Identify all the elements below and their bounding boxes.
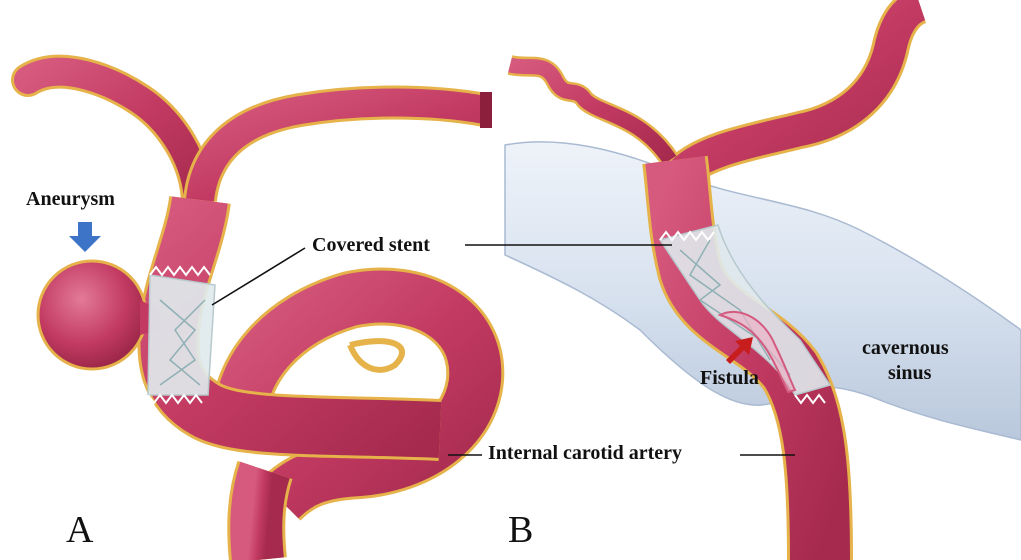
panel-a-letter: A [66, 509, 94, 551]
fistula-shape [717, 310, 797, 394]
aneurysm-label: Aneurysm [26, 188, 115, 210]
fistula-arrow-icon [726, 337, 753, 364]
internal-carotid-artery-label: Internal carotid artery [488, 442, 683, 464]
fistula-label: Fistula [700, 367, 759, 389]
covered-stent-leader-a [211, 247, 306, 306]
aneurysm-sac [36, 259, 148, 371]
panel-b-letter: B [508, 509, 534, 551]
cavernous-sinus-label-line1: cavernous [862, 337, 949, 359]
panel-a [11, 54, 505, 560]
covered-stent-label: Covered stent [312, 234, 430, 256]
aneurysm-arrow-icon [69, 222, 101, 252]
covered-stent-a [147, 265, 216, 405]
cavernous-sinus-label-line2: sinus [888, 362, 932, 384]
panel-b [465, 0, 1021, 560]
cavernous-sinus-shape [504, 141, 1021, 441]
